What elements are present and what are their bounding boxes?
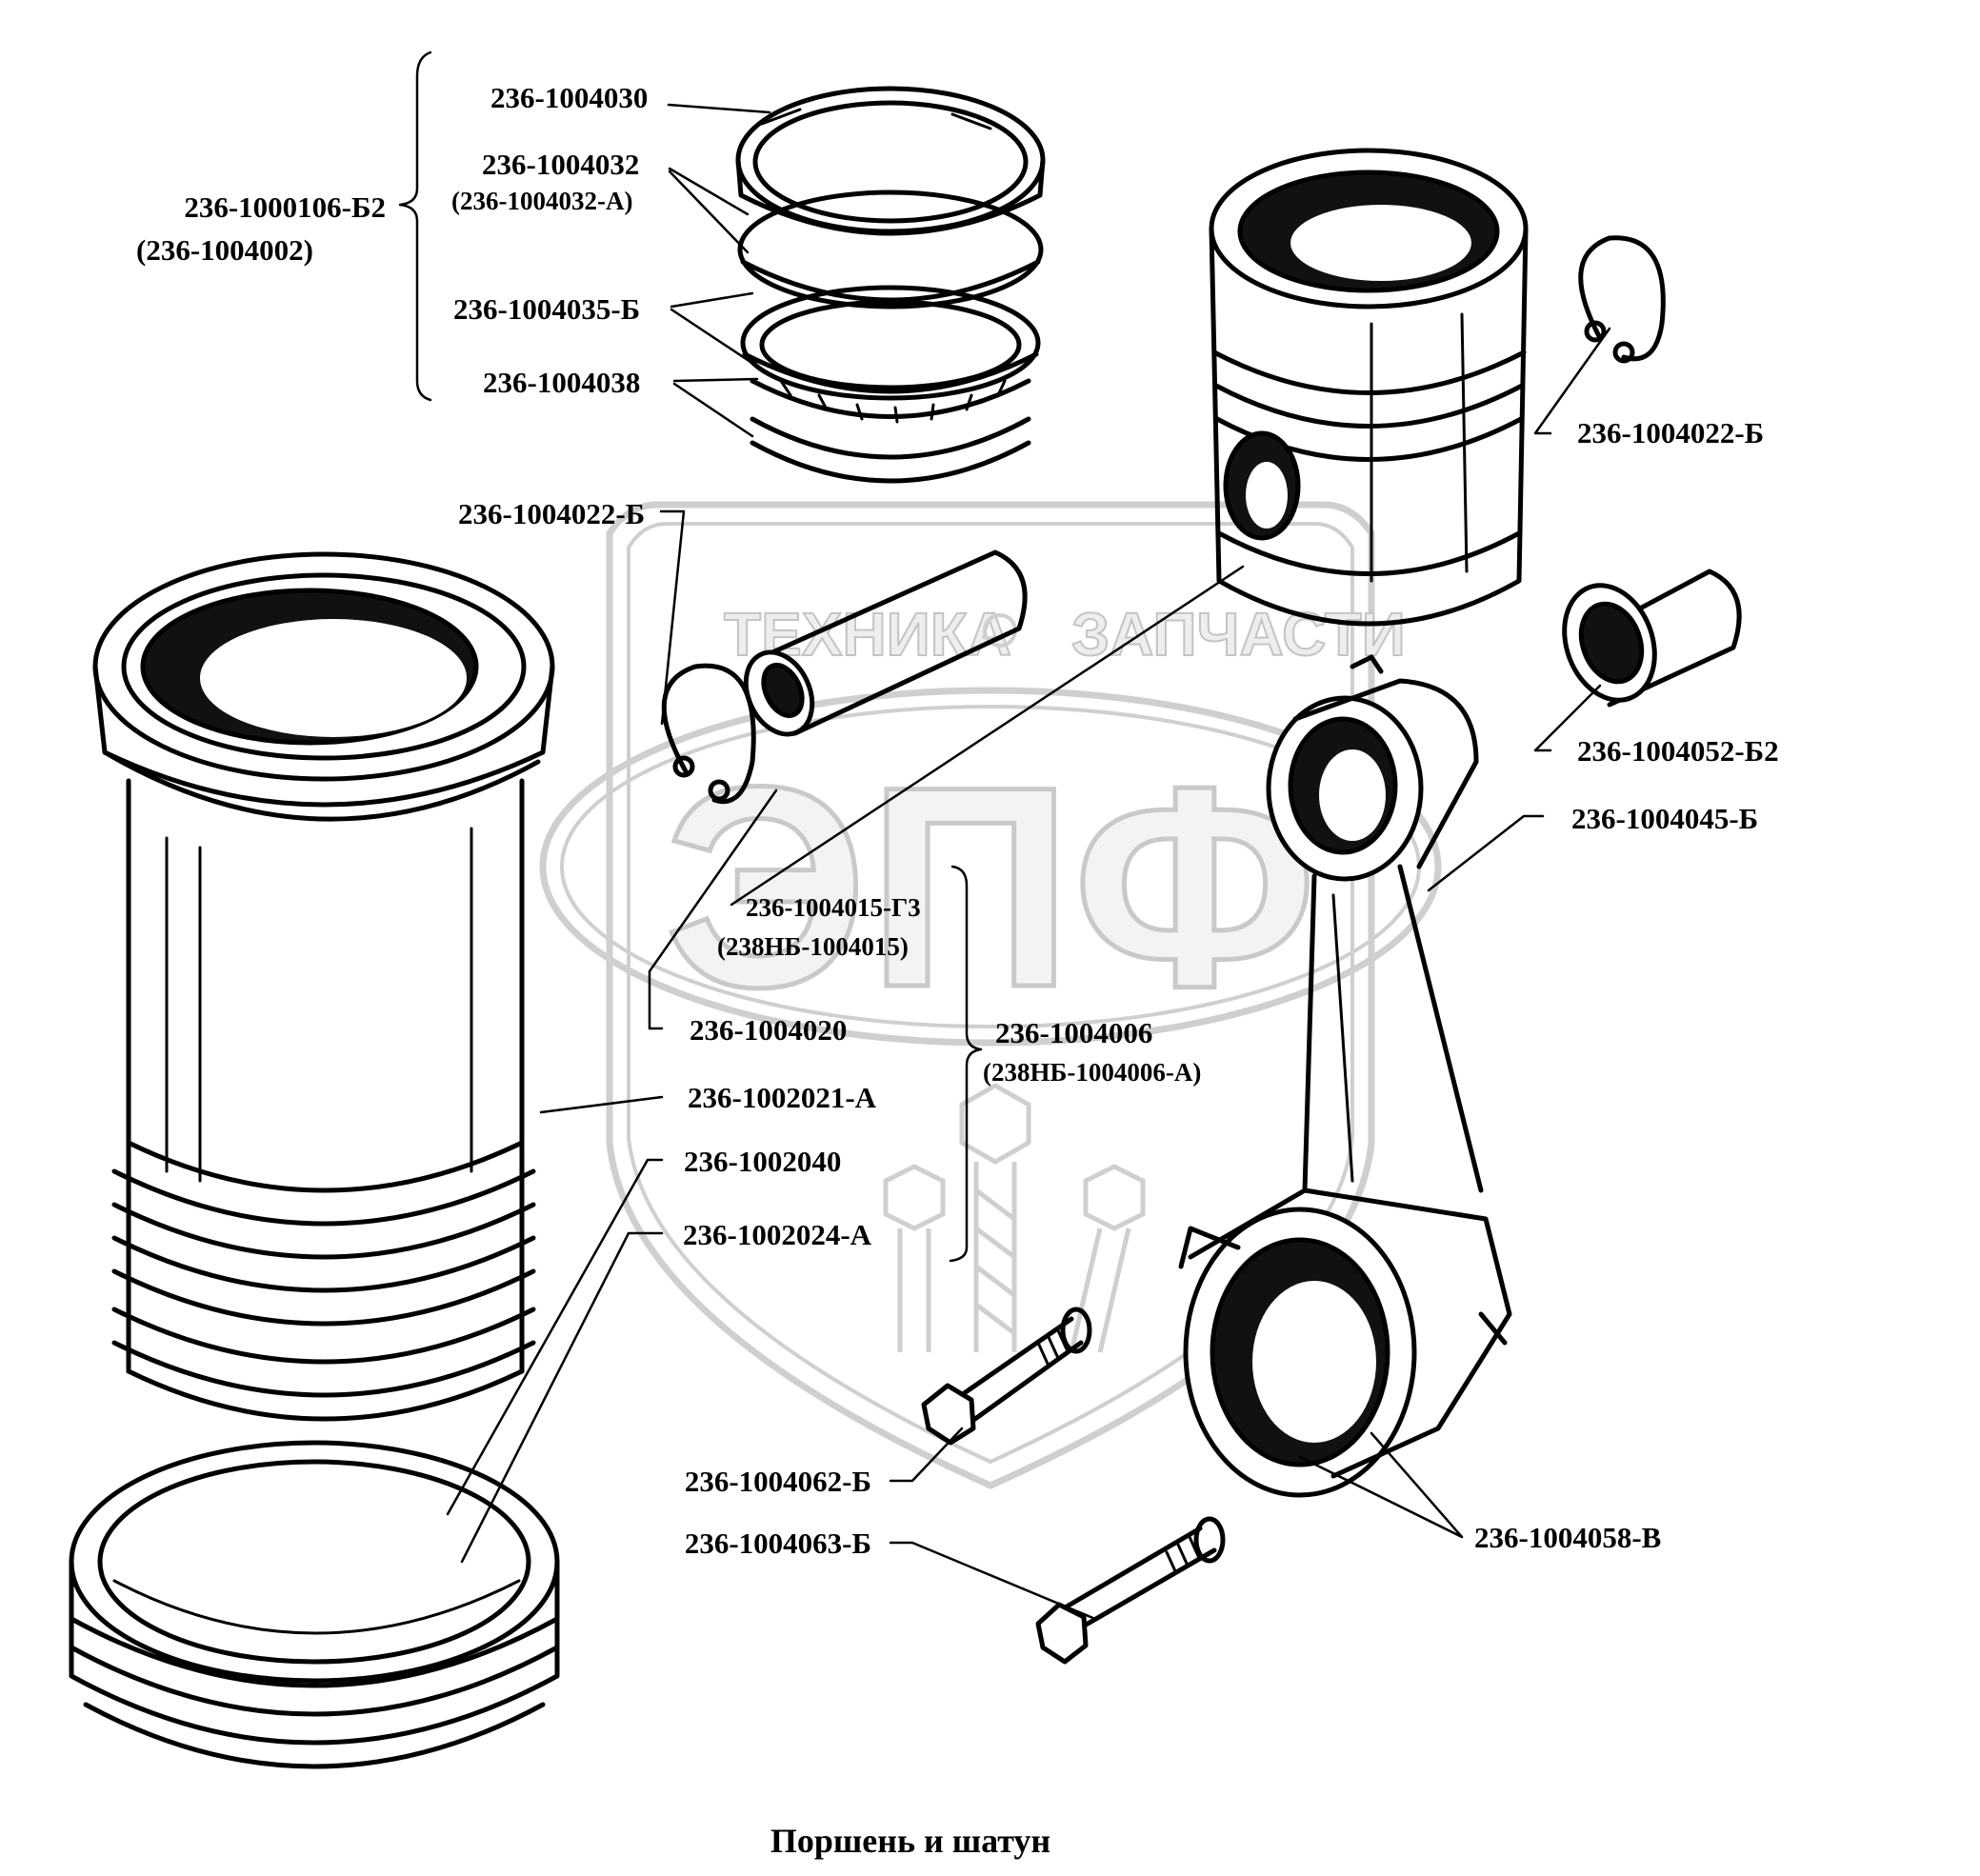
label-connecting-rod: 236-1004045-Б <box>1571 802 1758 835</box>
liner-icon <box>92 551 555 1422</box>
watermark-hexagon-icon <box>883 1083 1146 1353</box>
label-bolt-long: 236-1004063-Б <box>685 1527 871 1560</box>
label-scraper-ring: 236-1004035-Б <box>453 292 640 326</box>
label-liner-ring-lower: 236-1002024-А <box>683 1218 872 1251</box>
label-bushing: 236-1004052-Б2 <box>1577 734 1779 768</box>
watermark-logo: ЭПФ <box>664 727 1316 1047</box>
piston-icon <box>1209 148 1529 627</box>
label-ring-set: 236-1000106-Б2 <box>184 190 386 224</box>
label-bolt-short: 236-1004062-Б <box>685 1465 871 1498</box>
watermark: ТЕХНИКА ЗАПЧАСТИ ЭПФ <box>539 501 1442 1489</box>
label-piston: 236-1004015-Г3 <box>746 893 921 922</box>
label-rod-cap-bolts: 236-1004058-В <box>1474 1521 1661 1554</box>
label-piston-assembly: 236-1004006 <box>995 1016 1152 1049</box>
label-top-ring: 236-1004030 <box>490 81 648 114</box>
seal-rings-icon <box>69 1440 560 1769</box>
leader-lines <box>398 50 1611 1621</box>
label-cylinder-liner: 236-1002021-А <box>688 1081 877 1114</box>
label-circlip-left: 236-1004022-Б <box>458 497 645 530</box>
label-compression-ring: 236-1004032 <box>482 148 639 181</box>
diagram-title: Поршень и шатун <box>770 1822 1050 1860</box>
label-piston-assembly-alt: (238НБ-1004006-А) <box>983 1058 1201 1087</box>
label-compression-ring-alt: (236-1004032-А) <box>451 187 632 215</box>
label-oil-ring: 236-1004038 <box>483 366 640 399</box>
labels: 236-1000106-Б2 (236-1004002) 236-1004030… <box>136 81 1779 1560</box>
label-ring-set-alt: (236-1004002) <box>136 233 313 267</box>
label-piston-alt: (238НБ-1004015) <box>717 932 909 961</box>
label-piston-pin: 236-1004020 <box>690 1013 847 1047</box>
circlip-icon <box>661 235 1666 804</box>
piston-rings-icon <box>735 86 1046 484</box>
label-liner-ring-upper: 236-1002040 <box>684 1145 841 1178</box>
bushing-icon <box>1562 569 1742 708</box>
piston-pin-icon <box>743 549 1028 737</box>
connecting-rod-icon <box>1178 654 1512 1498</box>
label-circlip-right: 236-1004022-Б <box>1577 416 1764 449</box>
watermark-text-right: ЗАПЧАСТИ <box>1071 600 1406 669</box>
